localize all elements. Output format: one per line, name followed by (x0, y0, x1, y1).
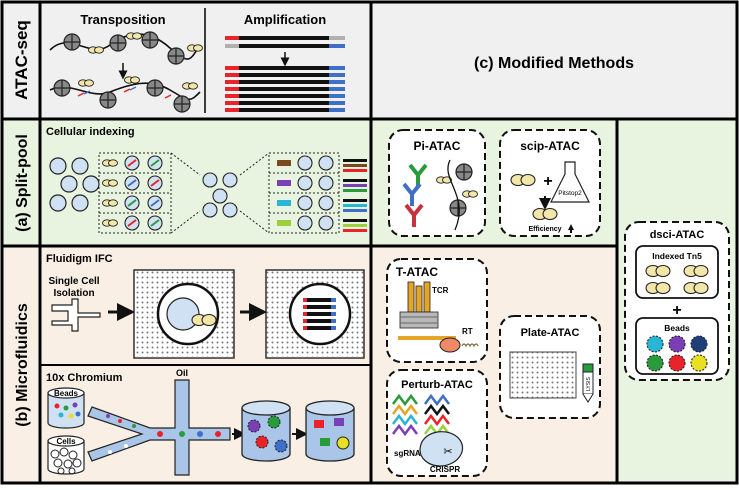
dsci-atac-label: dsci-ATAC (650, 229, 705, 241)
well-plate (509, 351, 577, 399)
pi-atac-antibodies (402, 159, 478, 231)
amplification-label: Amplification (244, 12, 326, 27)
fluidigm-illustration (51, 269, 365, 359)
crispr-label: CRISPR (430, 465, 460, 474)
sgrna-label: sgRNA (394, 449, 421, 458)
rt-label: RT (462, 327, 473, 336)
lysis-label: LYSIS (586, 377, 592, 391)
row-label-splitpool: (a) Split-pool (14, 134, 31, 232)
cellular-indexing-label: Cellular indexing (46, 126, 135, 138)
isolation-label-2: Isolation (53, 288, 94, 299)
isolation-label-1: Single Cell (48, 276, 99, 287)
svg-text:✂: ✂ (443, 446, 452, 458)
t-atac-illustration: TCR RT (398, 281, 479, 353)
cells-label: Cells (56, 437, 76, 446)
transposition-label: Transposition (80, 12, 165, 27)
t-atac-label: T-ATAC (396, 265, 439, 279)
fluidigm-label: Fluidigm IFC (46, 253, 113, 265)
oil-label: Oil (176, 368, 188, 378)
indexed-tn5-label: Indexed Tn5 (652, 251, 702, 261)
beads-box-label: Beads (664, 323, 690, 333)
cas9-shape (419, 431, 464, 467)
beads-label: Beads (54, 389, 79, 398)
svg-text:+: + (543, 173, 552, 190)
plate-atac-label: Plate-ATAC (521, 327, 580, 339)
plus-sign: + (672, 302, 681, 319)
scip-atac-illustration: + Pitstop2 Efficiency (510, 161, 590, 233)
chromium-label: 10x Chromium (46, 372, 123, 384)
perturb-atac-label: Perturb-ATAC (401, 379, 473, 391)
split-pool-illustration (49, 152, 367, 234)
pitstop-label: Pitstop2 (558, 190, 582, 197)
scip-atac-label: scip-ATAC (520, 139, 580, 153)
tcr-label: TCR (432, 286, 449, 295)
row-label-microfluidics: (b) Microfluidics (14, 303, 31, 427)
split-pool-reads (343, 159, 367, 232)
scip-atac-box (499, 129, 601, 237)
amplification-reads (225, 36, 345, 112)
pi-atac-label: Pi-ATAC (414, 139, 461, 153)
transposition-illustration (49, 31, 203, 113)
row-label-atac: ATAC-seq (12, 20, 31, 100)
modified-methods-title: (c) Modified Methods (474, 55, 634, 72)
chromium-illustration: Beads Cells Oil (47, 368, 355, 476)
modified-header-bg (371, 2, 737, 119)
efficiency-label: Efficiency (528, 226, 561, 233)
lysis-tube: LYSIS (582, 363, 594, 403)
